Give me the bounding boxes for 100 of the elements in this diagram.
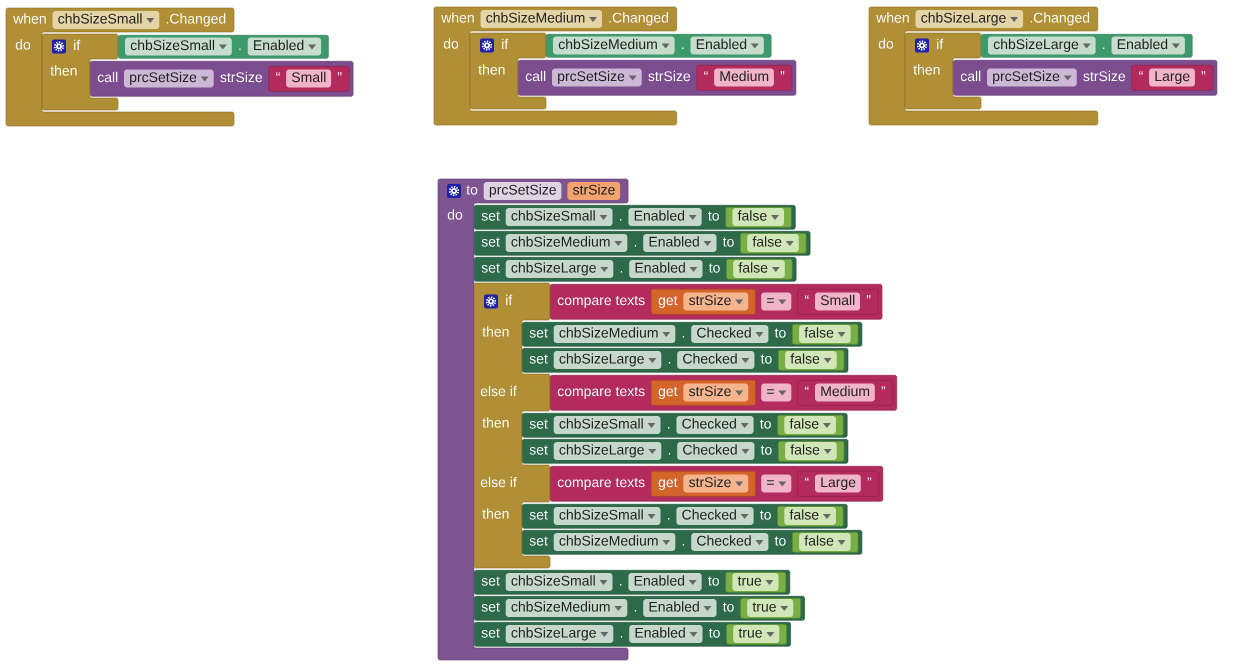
keyword: get (658, 295, 678, 308)
keyword: to (708, 211, 719, 221)
keyword: to (708, 576, 719, 586)
dropdown: false (785, 351, 837, 369)
keyword: when (13, 13, 46, 24)
keyword: compare texts (557, 477, 645, 490)
keyword: get (658, 386, 678, 399)
name-field: prcSetSize (483, 182, 562, 200)
dropdown: true (747, 599, 794, 617)
keyword: set (529, 445, 548, 455)
keyword: set (529, 354, 548, 364)
dropdown: true (733, 625, 780, 643)
keyword: strSize (220, 71, 263, 83)
dropdown: chbSizeLarge (553, 442, 662, 460)
keyword: set (481, 211, 500, 221)
keyword: . (634, 610, 637, 612)
dropdown: Enabled (628, 573, 702, 591)
dropdown: chbSizeMedium (553, 325, 676, 343)
keyword: to (722, 602, 734, 612)
keyword: .Changed (609, 12, 668, 26)
keyword: to (760, 419, 771, 429)
keyword: . (668, 518, 670, 520)
quote-mark: ” (867, 477, 872, 481)
keyword: set (529, 328, 548, 338)
keyword: else if (480, 385, 517, 397)
keyword: then (50, 65, 77, 76)
keyword: strSize (1083, 70, 1126, 82)
dropdown: chbSizeMedium (505, 599, 628, 617)
keyword: if (937, 38, 944, 49)
quote-mark: “ (805, 386, 809, 390)
dropdown: Enabled (629, 260, 703, 278)
keyword: set (529, 536, 548, 546)
dropdown: chbSizeSmall (553, 507, 661, 525)
keyword: set (481, 602, 500, 612)
dropdown: chbSizeSmall (553, 416, 661, 434)
keyword: . (668, 427, 670, 429)
dropdown: chbSizeSmall (505, 573, 613, 591)
keyword: then (913, 64, 940, 75)
dropdown: chbSizeMedium (480, 10, 602, 28)
dropdown: false (784, 507, 836, 525)
dropdown: Checked (691, 533, 769, 551)
dropdown: Checked (677, 351, 755, 369)
keyword: get (658, 477, 678, 490)
keyword: if (502, 38, 509, 49)
keyword: .Changed (166, 13, 226, 27)
keyword: call (97, 71, 118, 83)
keyword: . (1103, 47, 1105, 49)
keyword: strSize (648, 70, 691, 82)
keyword: do (447, 209, 463, 220)
keyword: . (620, 636, 623, 638)
keyword: to (774, 328, 786, 338)
quote-mark: ” (1201, 71, 1206, 75)
quote-mark: “ (276, 72, 280, 76)
quote-mark: “ (1139, 71, 1143, 75)
dropdown: chbSizeSmall (505, 208, 613, 226)
keyword: . (634, 245, 637, 247)
keyword: set (481, 576, 500, 586)
keyword: . (620, 584, 622, 586)
dropdown: Checked (691, 325, 769, 343)
keyword: . (668, 453, 671, 455)
keyword: . (239, 48, 241, 50)
keyword: . (682, 47, 684, 49)
keyword: do (443, 38, 459, 49)
parameter-field: strSize (567, 182, 621, 200)
keyword: compare texts (557, 295, 645, 308)
dropdown: Checked (676, 507, 754, 525)
dropdown: false (784, 416, 836, 434)
dropdown: false (732, 208, 784, 226)
keyword: .Changed (1030, 12, 1090, 26)
dropdown: true (732, 573, 779, 591)
dropdown: chbSizeLarge (553, 351, 662, 369)
keyword: when (441, 12, 474, 23)
keyword: to (774, 536, 786, 546)
keyword: to (760, 354, 772, 364)
keyword: to (708, 263, 720, 273)
quote-mark: “ (805, 477, 809, 481)
dropdown: chbSizeMedium (553, 533, 676, 551)
quote-mark: ” (881, 386, 886, 390)
dropdown: chbSizeMedium (505, 234, 628, 252)
keyword: call (960, 70, 981, 82)
keyword: then (482, 417, 509, 428)
keyword: then (482, 508, 509, 519)
dropdown: Enabled (643, 599, 717, 617)
keyword: if (74, 39, 81, 50)
dropdown: chbSizeLarge (505, 625, 614, 643)
quote-mark: ” (780, 71, 785, 75)
keyword: set (481, 628, 500, 638)
keyword: to (722, 237, 734, 247)
keyword: set (481, 263, 500, 273)
dropdown: chbSizeLarge (505, 260, 614, 278)
keyword: . (682, 336, 685, 338)
dropdown: Enabled (629, 625, 703, 643)
keyword: to (466, 185, 478, 195)
keyword: do (878, 38, 894, 49)
keyword: else if (480, 476, 517, 488)
keyword: call (525, 70, 546, 82)
keyword: set (529, 419, 548, 429)
keyword: to (708, 628, 720, 638)
quote-mark: ” (337, 72, 342, 76)
keyword: set (481, 237, 500, 247)
